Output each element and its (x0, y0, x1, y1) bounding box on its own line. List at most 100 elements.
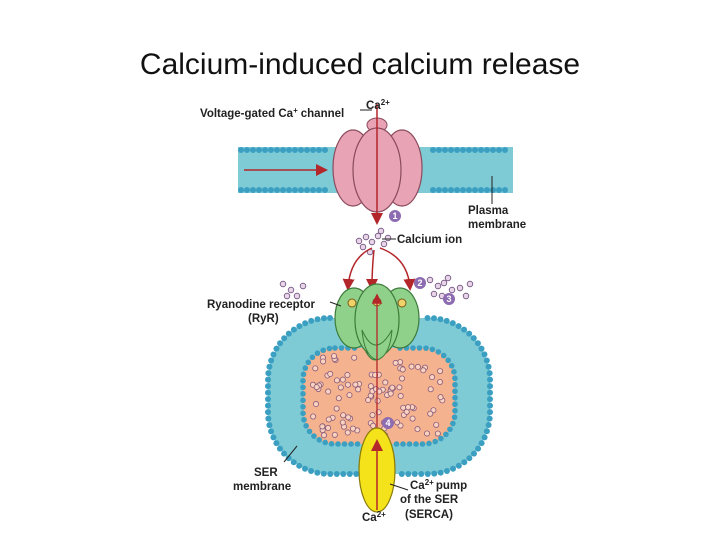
dot (445, 357, 451, 364)
dot (384, 234, 392, 242)
dot (285, 330, 292, 337)
dot (256, 147, 262, 153)
cytosol-calcium-ions-left (279, 280, 307, 300)
dot (281, 450, 288, 457)
dot (484, 187, 490, 193)
dot (487, 402, 493, 409)
label-plasma-membrane-2: membrane (468, 219, 526, 231)
dot (490, 147, 496, 153)
dot (333, 405, 340, 412)
dot (450, 420, 456, 427)
dot (483, 428, 490, 435)
dot (280, 187, 286, 193)
ca-flow-arrows (342, 247, 416, 291)
dot (327, 315, 333, 321)
dot (262, 187, 268, 193)
dot (325, 388, 332, 395)
dot (355, 237, 363, 245)
dot (486, 415, 493, 422)
ser-membrane-heads-inner (300, 345, 458, 447)
dot (332, 345, 338, 351)
dot (392, 359, 399, 366)
dot (442, 187, 448, 193)
dot (409, 415, 416, 422)
dot (312, 401, 319, 408)
dot (327, 471, 334, 477)
dot (411, 471, 418, 477)
dot (250, 187, 256, 193)
dot (377, 227, 385, 235)
dot (470, 335, 477, 342)
label-ca-bottom: Ca2+ (362, 510, 386, 524)
dot (502, 147, 508, 153)
dot (414, 363, 421, 370)
dot (443, 468, 450, 475)
label-pump-1: Ca2+pump (410, 478, 467, 492)
dot (283, 292, 291, 300)
dot (483, 357, 490, 364)
dot (430, 147, 436, 153)
dot (266, 422, 273, 429)
dot (437, 469, 444, 476)
page-title: Calcium-induced calcium release (139, 48, 581, 81)
dot (486, 409, 493, 416)
dot (466, 455, 473, 462)
dot (486, 370, 493, 377)
dot (454, 187, 460, 193)
dot (424, 315, 431, 321)
dot (270, 434, 277, 441)
dot (466, 147, 472, 153)
dot (302, 320, 309, 327)
dot (316, 437, 323, 443)
dot (296, 462, 303, 469)
dot (314, 350, 321, 357)
dot (339, 376, 346, 383)
dot (367, 383, 374, 390)
dot (300, 377, 306, 384)
dot (328, 441, 335, 447)
dot (475, 445, 482, 452)
label-plasma-membrane-1: Plasma (468, 205, 509, 217)
dot (478, 187, 484, 193)
dot (447, 426, 453, 433)
dot (444, 274, 452, 282)
dot (316, 187, 322, 193)
dot (320, 315, 327, 322)
dot (470, 450, 477, 457)
dot (262, 147, 268, 153)
dot (312, 365, 319, 372)
voltage-gated-channel (332, 104, 423, 225)
dot (306, 428, 313, 435)
dot (451, 414, 458, 421)
dot (452, 388, 458, 395)
dot (268, 357, 275, 364)
dot (300, 371, 307, 378)
dot (370, 422, 377, 429)
dot (426, 276, 434, 284)
label-pump-2: of the SER (400, 494, 459, 506)
dot (452, 407, 458, 414)
dot (299, 282, 307, 290)
dot (449, 320, 456, 327)
dot (451, 369, 457, 375)
dot (429, 346, 436, 353)
dot (406, 441, 413, 447)
dot (455, 323, 462, 330)
svg-text:1: 1 (392, 211, 397, 221)
dot (265, 415, 272, 422)
dot (333, 377, 340, 384)
dot (265, 376, 272, 383)
dot (290, 459, 297, 466)
dot (380, 240, 388, 248)
released-calcium-ions (426, 274, 474, 300)
dot (335, 395, 342, 402)
dot (456, 284, 464, 292)
dot (310, 413, 317, 420)
dot (314, 316, 321, 323)
dot (298, 147, 304, 153)
dot (426, 440, 432, 447)
dot (290, 326, 297, 333)
dot (303, 423, 309, 429)
dot (268, 187, 274, 193)
dot (355, 386, 362, 393)
